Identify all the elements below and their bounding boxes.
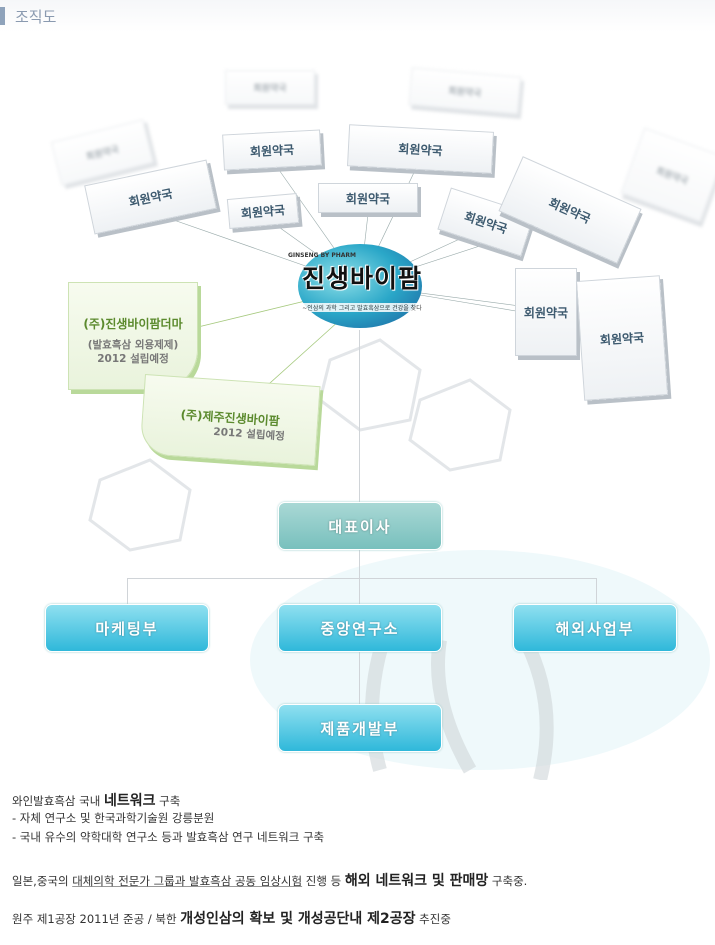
dept-product-dev[interactable]: 제품개발부 (278, 704, 442, 752)
logo-eng: GINSENG BY PHARM (288, 252, 356, 259)
info-line-overseas: 일본,중국의 대체의학 전문가 그룹과 발효흑삼 공동 임상시험 진행 등 해외… (12, 873, 528, 889)
info-line-sub1: - 자체 연구소 및 한국과학기술원 강릉분원 (12, 811, 215, 825)
logo-emblem (298, 244, 422, 328)
logo-name: 진생바이팜 (301, 264, 422, 293)
member-pharmacy[interactable]: 회원약국 (318, 183, 418, 213)
page-header: 조직도 (0, 0, 715, 32)
dept-marketing[interactable]: 마케팅부 (45, 604, 209, 652)
dept-research[interactable]: 중앙연구소 (278, 604, 442, 652)
dept-overseas[interactable]: 해외사업부 (513, 604, 677, 652)
page-title: 조직도 (15, 8, 57, 26)
info-line-factory: 원주 제1공장 2011년 준공 / 북한 개성인삼의 확보 및 개성공단내 제… (12, 911, 451, 927)
affiliate-derma[interactable]: (주)진생바이팜더마 (발효흑삼 외용제제) 2012 설립예정 (68, 282, 198, 390)
member-pharmacy[interactable]: 회원약국 (347, 124, 494, 174)
company-logo: GINSENG BY PHARM 진생바이팜 ~인삼의 과학 그리고 발효흑삼으… (282, 252, 442, 314)
faded-member-box: 회원약국 (225, 70, 315, 105)
info-line-sub2: - 국내 유수의 약학대학 연구소 등과 발효흑삼 연구 네트워크 구축 (12, 830, 325, 844)
info-line-domestic: 와인발효흑삼 국내 네트워크 구축 (12, 793, 181, 809)
ceo-box[interactable]: 대표이사 (278, 502, 442, 550)
header-accent-bar (0, 7, 5, 25)
affiliate-name: (주)진생바이팜더마 (83, 317, 183, 331)
connector-line (127, 578, 597, 579)
affiliate-jeju[interactable]: (주)제주진생바이팜 2012 설립예정 (139, 373, 321, 467)
affiliate-note: 2012 설립예정 (97, 353, 169, 365)
logo-slogan: ~인삼의 과학 그리고 발효흑삼으로 건강을 찾다 (299, 303, 425, 312)
member-pharmacy[interactable]: 회원약국 (222, 129, 322, 171)
member-pharmacy[interactable]: 회원약국 (515, 268, 577, 356)
connector-line (359, 330, 360, 502)
affiliate-note: (발효흑삼 외용제제) (87, 339, 179, 351)
member-pharmacy[interactable]: 회원약국 (575, 275, 669, 401)
member-pharmacy[interactable]: 회원약국 (226, 193, 300, 229)
connector-line (127, 578, 128, 604)
connector-line (596, 578, 597, 604)
